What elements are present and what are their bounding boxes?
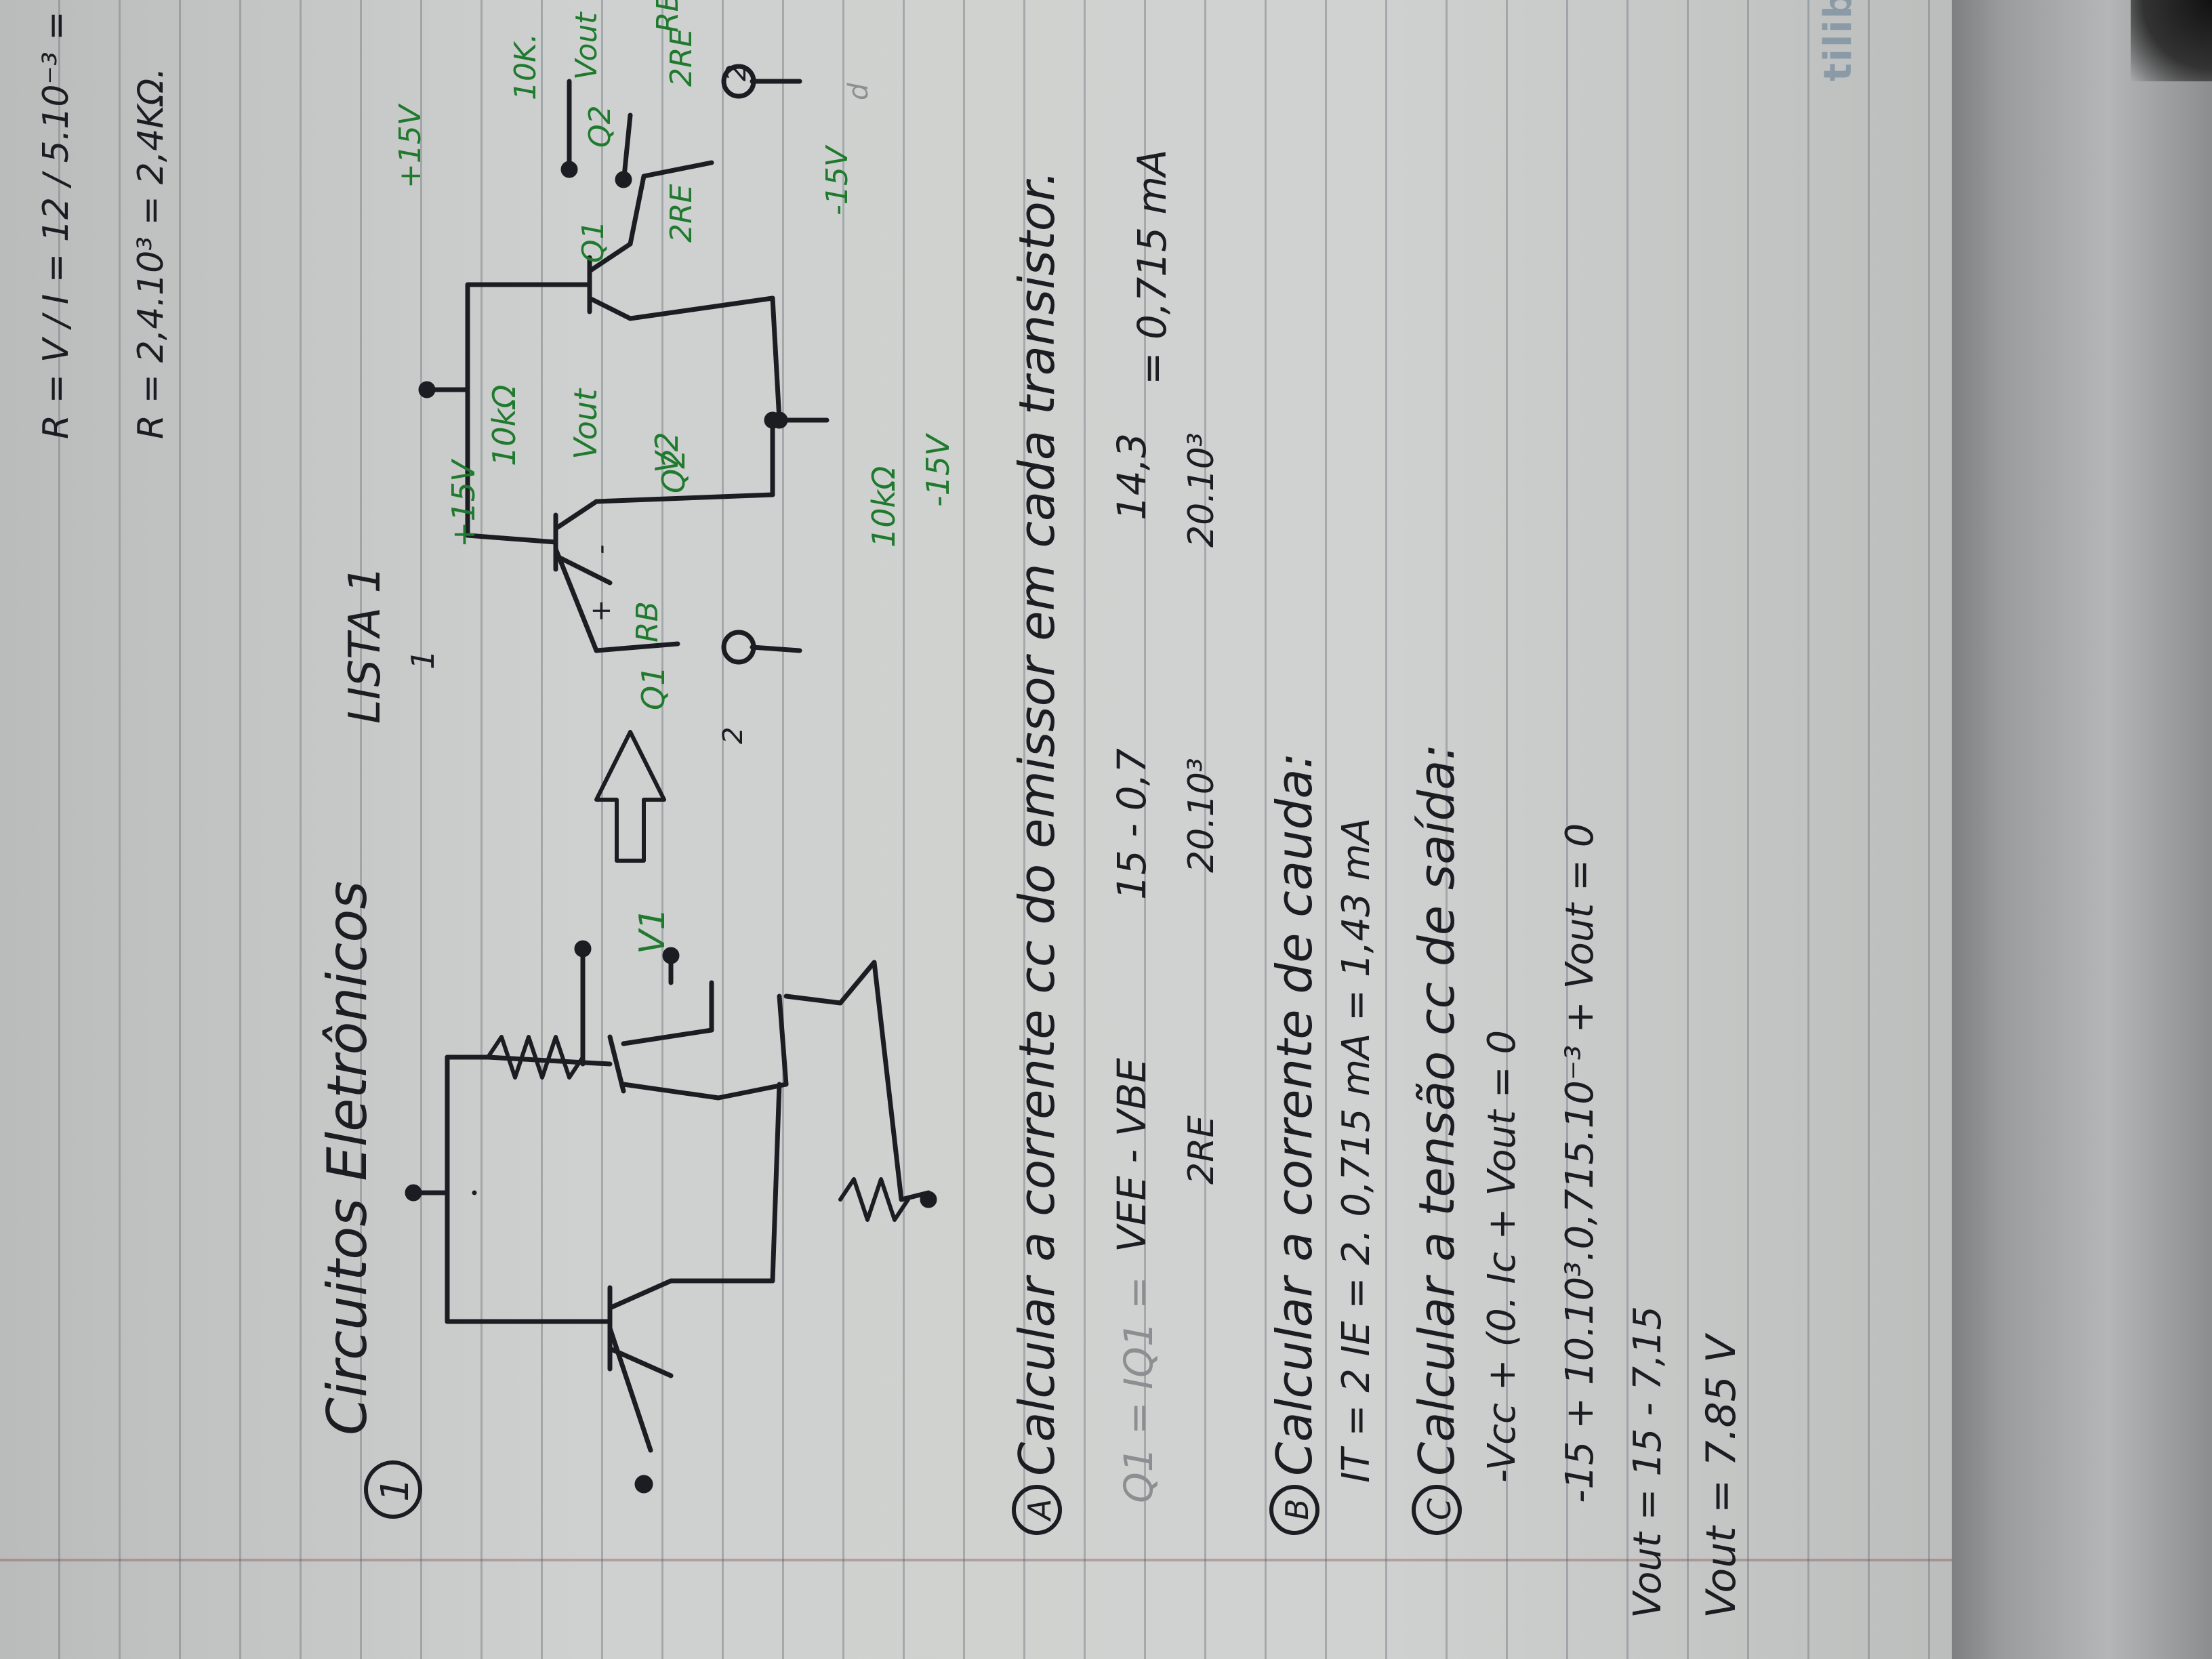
page-edge bbox=[1952, 0, 2212, 1659]
list-label: LISTA 1 bbox=[340, 566, 390, 724]
left-supply-neg: -15V bbox=[920, 432, 956, 507]
right-circuit bbox=[418, 64, 830, 863]
item-a-eq-num: VEE - VBE bbox=[1109, 1058, 1155, 1252]
left-rc: 10kΩ bbox=[486, 385, 523, 466]
right-supply-pos: +15V bbox=[393, 103, 428, 188]
right-rb1: RB bbox=[630, 601, 665, 642]
left-circuit bbox=[405, 940, 937, 1494]
right-src2: 2 bbox=[721, 64, 752, 81]
left-node-label: 1 bbox=[405, 650, 441, 670]
right-src1: 2 bbox=[718, 727, 749, 744]
item-c-circle bbox=[1412, 1485, 1462, 1535]
item-a-label: A bbox=[1021, 1499, 1058, 1522]
item-a-eq-mid-num: 15 - 0,7 bbox=[1109, 748, 1155, 900]
item-c-eq3: Vout = 15 - 7,15 bbox=[1626, 1306, 1670, 1618]
right-supply-neg: -15V bbox=[820, 144, 855, 216]
right-rb2: RB bbox=[651, 0, 685, 33]
item-c-eq2: -15 + 10.10³.0,715.10⁻³ + Vout = 0 bbox=[1558, 823, 1602, 1503]
right-circle-mark: d bbox=[843, 83, 874, 100]
notebook-page bbox=[0, 0, 1952, 1659]
side-calc-line1: R = V / I = 12 / 5.10⁻³ = bbox=[36, 11, 77, 439]
item-a-eq-mid-den: 20.10³ bbox=[1181, 758, 1222, 873]
item-a-eq-right-den: 20.10³ bbox=[1181, 432, 1222, 548]
side-calc-line2: R = 2,4.10³ = 2,4KΩ. bbox=[131, 67, 171, 439]
page-title: Circuitos Eletrônicos bbox=[316, 881, 379, 1435]
problem-number: 1 bbox=[373, 1477, 417, 1502]
item-b-eq: IT = 2 IE = 2. 0,715 mA = 1,43 mA bbox=[1334, 818, 1378, 1483]
item-a-eq-den: 2RE bbox=[1181, 1115, 1222, 1185]
item-c-eq4: Vout = 7.85 V bbox=[1698, 1332, 1745, 1618]
right-minus: - bbox=[586, 545, 617, 554]
item-c-eq1: -Vcc + (0. Ic + Vout = 0 bbox=[1480, 1030, 1524, 1483]
item-a-eq-lhs: Q1 = IQ1 = bbox=[1115, 1276, 1162, 1503]
item-a-eq-result: = 0,715 mA bbox=[1129, 149, 1175, 385]
item-c-label: C bbox=[1421, 1498, 1458, 1520]
right-plus: + bbox=[586, 599, 617, 622]
right-rc: 10K. bbox=[508, 33, 543, 100]
left-q2: Q2 bbox=[655, 449, 692, 493]
corner-shadow bbox=[2131, 0, 2212, 81]
item-c-text: Calcular a tensão cc de saída: bbox=[1408, 743, 1465, 1476]
problem-number-circle bbox=[364, 1460, 422, 1519]
left-q1: Q1 bbox=[635, 666, 672, 710]
right-re2: 2RE bbox=[664, 28, 699, 87]
left-vout: Vout bbox=[567, 388, 604, 459]
right-re1: 2RE bbox=[664, 184, 699, 243]
item-b-circle bbox=[1269, 1485, 1319, 1535]
item-b-text: Calcular a corrente de cauda: bbox=[1266, 752, 1323, 1476]
right-q1: Q1 bbox=[576, 220, 611, 263]
left-supply-pos: +15V bbox=[445, 458, 482, 548]
left-v2: V2 bbox=[649, 432, 685, 473]
margin-line bbox=[0, 1559, 1952, 1561]
right-vout: Vout bbox=[569, 12, 604, 80]
item-a-eq-right-num: 14,3 bbox=[1109, 433, 1155, 520]
item-b-label: B bbox=[1279, 1498, 1315, 1520]
right-q2: Q2 bbox=[583, 105, 617, 148]
left-v1: V1 bbox=[632, 907, 673, 954]
item-a-text: Calcular a corrente cc do emissor em cad… bbox=[1008, 170, 1065, 1476]
left-re: 10kΩ bbox=[865, 466, 902, 548]
item-a-circle bbox=[1012, 1485, 1062, 1535]
